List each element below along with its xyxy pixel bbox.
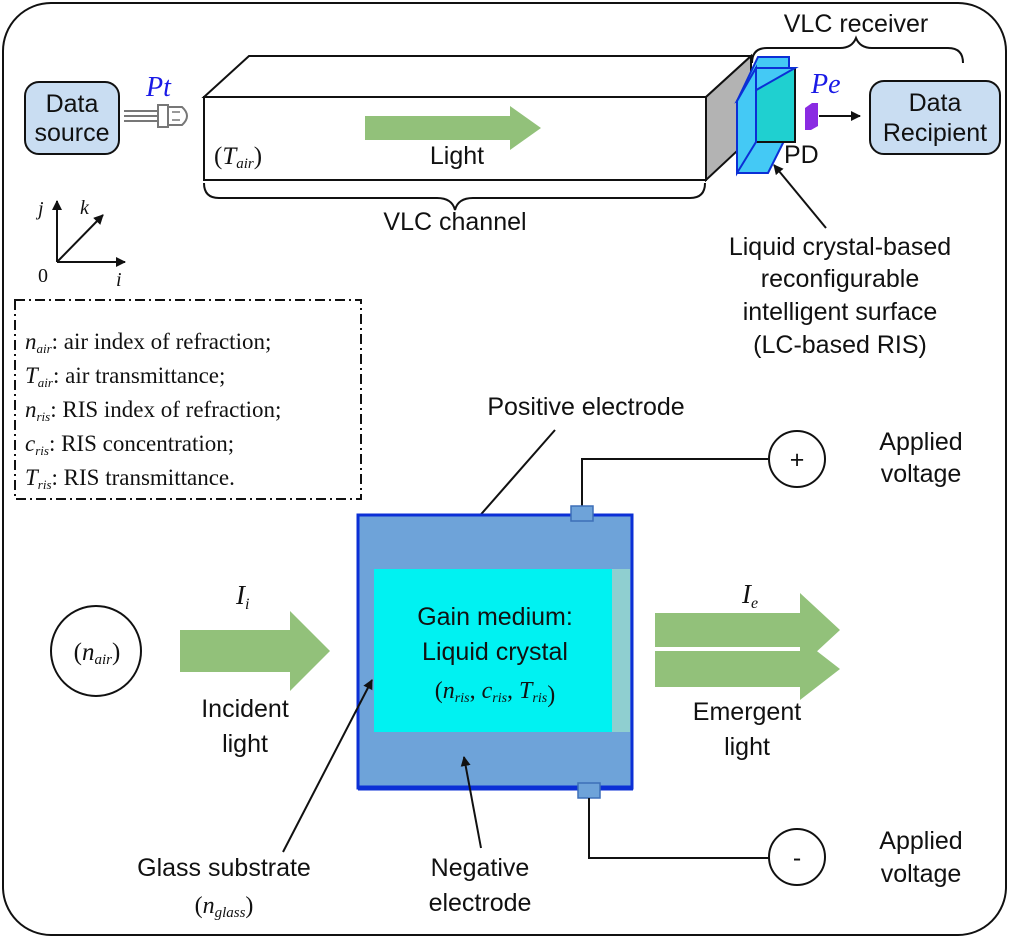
- n-air-circle: [50, 605, 142, 697]
- emergent-light-arrow-2: [655, 638, 840, 700]
- data-recipient-box: [869, 80, 1001, 155]
- led-icon: [124, 104, 188, 128]
- ii-label: Ii: [235, 580, 249, 613]
- negative-electrode-label-2: electrode: [429, 889, 532, 917]
- axis-k-label: k: [80, 197, 90, 219]
- pd-label: PD: [784, 141, 819, 169]
- positive-wire: [581, 458, 768, 506]
- gain-medium-label-1: Gain medium:: [417, 603, 573, 631]
- data-source-label-1: Data: [46, 90, 99, 118]
- legend-item: cris: RIS concentration;: [25, 431, 234, 458]
- vlc-channel-box: [201, 53, 754, 183]
- gain-medium-params: (nris, cris, Tris): [435, 678, 555, 708]
- ie-label: Ie: [741, 579, 758, 612]
- positive-electrode-label: Positive electrode: [487, 393, 684, 421]
- plus-terminal: [768, 430, 826, 488]
- incident-light-arrow: [180, 611, 330, 691]
- positive-electrode-tab: [570, 505, 594, 522]
- incident-light-label-2: light: [222, 730, 268, 758]
- pe-label: Pe: [810, 69, 841, 100]
- pd-icon: [805, 103, 818, 130]
- axis-origin-label: 0: [38, 265, 48, 287]
- lc-ris-label-2: reconfigurable: [761, 265, 919, 293]
- applied-voltage-top-1: Applied: [879, 428, 962, 456]
- legend-item: Tair: air transmittance;: [25, 363, 225, 390]
- incident-light-label-1: Incident: [201, 695, 289, 723]
- vlc-receiver-brace: [751, 35, 964, 64]
- applied-voltage-top-2: voltage: [881, 460, 962, 488]
- axes-icon: [52, 200, 126, 267]
- minus-terminal: [768, 828, 826, 886]
- pt-label: Pt: [145, 72, 172, 103]
- vlc-receiver-label: VLC receiver: [784, 10, 929, 38]
- legend-list: nair: air index of refraction; Tair: air …: [25, 329, 281, 492]
- data-recipient-label-2: Recipient: [883, 119, 987, 147]
- vlc-channel-label: VLC channel: [383, 208, 526, 236]
- plus-sign: +: [790, 446, 805, 474]
- data-source-label-2: source: [34, 119, 109, 147]
- lc-ris-label-4: (LC-based RIS): [753, 331, 927, 359]
- legend-item: nris: RIS index of refraction;: [25, 397, 281, 424]
- negative-electrode-label-1: Negative: [431, 854, 530, 882]
- lc-ris-pointer: [773, 164, 827, 229]
- glass-substrate-right: [612, 569, 630, 732]
- emergent-light-label-2: light: [724, 733, 770, 761]
- emergent-light-arrow-1: [655, 593, 840, 667]
- lc-ris-label-3: intelligent surface: [743, 298, 938, 326]
- light-arrow: [365, 106, 541, 150]
- negative-electrode-tab: [577, 782, 601, 799]
- legend-item: nair: air index of refraction;: [25, 329, 271, 356]
- gain-medium-label-2: Liquid crystal: [422, 638, 568, 666]
- gain-medium: [374, 569, 612, 732]
- axis-i-label: i: [116, 269, 122, 291]
- applied-voltage-bottom-2: voltage: [881, 860, 962, 888]
- minus-sign: -: [793, 844, 801, 872]
- lc-cell: [356, 505, 634, 799]
- legend-box: [14, 299, 362, 500]
- glass-substrate-label: Glass substrate: [137, 854, 311, 882]
- light-label: Light: [430, 142, 484, 170]
- lc-ris-panel: [734, 56, 799, 177]
- applied-voltage-bottom-1: Applied: [879, 827, 962, 855]
- t-air-label: (Tair): [214, 143, 262, 172]
- data-recipient-label-1: Data: [909, 89, 962, 117]
- negative-wire: [588, 798, 769, 859]
- emergent-light-label-1: Emergent: [693, 698, 801, 726]
- axis-j-label: j: [35, 198, 44, 220]
- n-glass-label: (nglass): [195, 893, 254, 921]
- data-source-box: [24, 81, 120, 155]
- vlc-channel-brace: [203, 182, 706, 211]
- legend-item: Tris: RIS transmittance.: [25, 465, 235, 492]
- glass-substrate-pointer: [282, 679, 373, 853]
- lc-ris-label-1: Liquid crystal-based: [729, 233, 951, 261]
- negative-electrode-pointer: [460, 756, 482, 849]
